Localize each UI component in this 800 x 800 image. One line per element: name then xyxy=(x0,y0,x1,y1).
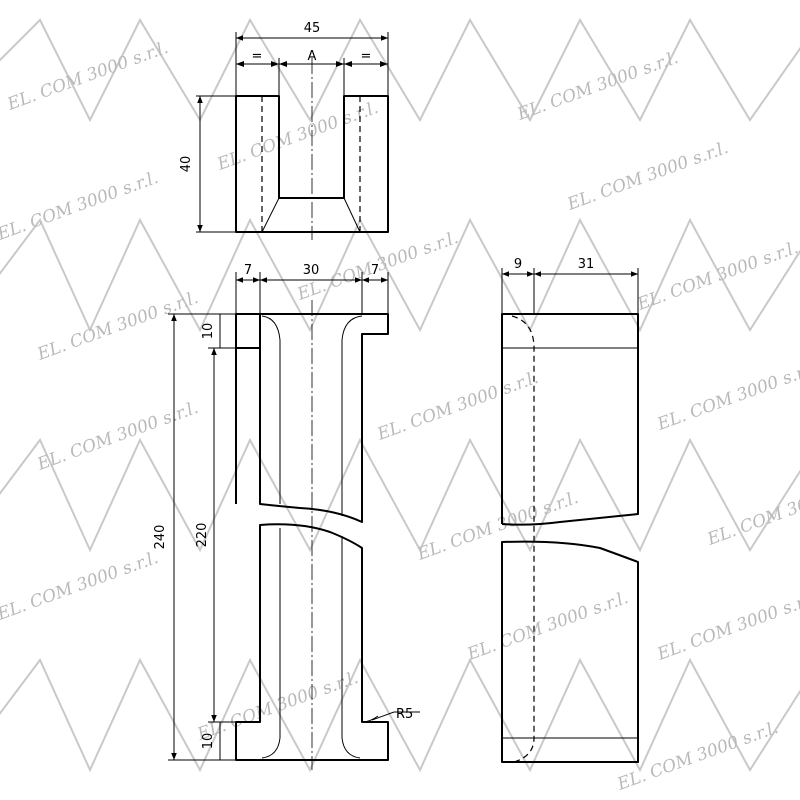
dim-label-7-right: 7 xyxy=(371,263,379,278)
watermark-pattern xyxy=(0,17,800,773)
front-view-lower-outline xyxy=(235,523,389,761)
side-view-hidden-line xyxy=(511,315,535,763)
watermark-text: EL. COM 3000 s.r.l. xyxy=(634,238,800,315)
top-view-chamfer-right xyxy=(343,197,361,233)
watermark-text: EL. COM 3000 s.r.l. xyxy=(464,588,631,665)
front-view: 7 30 7 240 220 10 10 R5 xyxy=(153,263,420,770)
dim-label-A: A xyxy=(308,49,317,64)
dim-label-7-left: 7 xyxy=(244,263,252,278)
watermark-text: EL. COM 3000 s.r.l. xyxy=(654,588,800,665)
watermark-text: EL. COM 3000 s.r.l. xyxy=(34,398,201,475)
dim-label-R5: R5 xyxy=(396,707,413,722)
top-view-chamfer-left xyxy=(261,197,280,233)
dim-label-equal-left: = xyxy=(252,49,263,64)
dim-label-equal-right: = xyxy=(361,49,372,64)
dim-label-31: 31 xyxy=(578,257,595,272)
watermark-text: EL. COM 3000 s.r.l. xyxy=(4,38,171,115)
leader-R5 xyxy=(371,711,395,721)
dim-label-30: 30 xyxy=(303,263,320,278)
dim-label-45: 45 xyxy=(304,21,321,36)
dim-label-240: 240 xyxy=(153,525,168,550)
dim-label-40: 40 xyxy=(179,156,194,173)
dim-label-9: 9 xyxy=(514,257,522,272)
side-view-lower-outline xyxy=(501,540,639,763)
watermark-text: EL. COM 3000 s.r.l. xyxy=(374,368,541,445)
dim-label-10-top: 10 xyxy=(201,323,216,340)
side-view-upper-outline xyxy=(501,313,639,526)
watermark-text: EL. COM 3000 s.r.l. xyxy=(654,358,800,435)
top-view: 45 A = = 40 xyxy=(179,21,389,240)
watermark-text: EL. COM 3000 s.r.l. xyxy=(414,488,581,565)
watermark-text: EL. COM 3000 s.r.l. xyxy=(704,473,800,550)
watermark-text: EL. COM 3000 s.r.l. xyxy=(0,168,161,245)
watermark-text: EL. COM 3000 s.r.l. xyxy=(564,138,731,215)
watermark-text: EL. COM 3000 s.r.l. xyxy=(0,548,161,625)
dim-label-10-bottom: 10 xyxy=(201,733,216,750)
side-view: 9 31 xyxy=(501,257,639,763)
watermark-text: EL. COM 3000 s.r.l. xyxy=(194,668,361,745)
watermark-text: EL. COM 3000 s.r.l. xyxy=(214,98,381,175)
dim-label-220: 220 xyxy=(195,523,210,548)
watermark-text: EL. COM 3000 s.r.l. xyxy=(34,288,201,365)
front-view-upper-outline xyxy=(235,313,389,523)
